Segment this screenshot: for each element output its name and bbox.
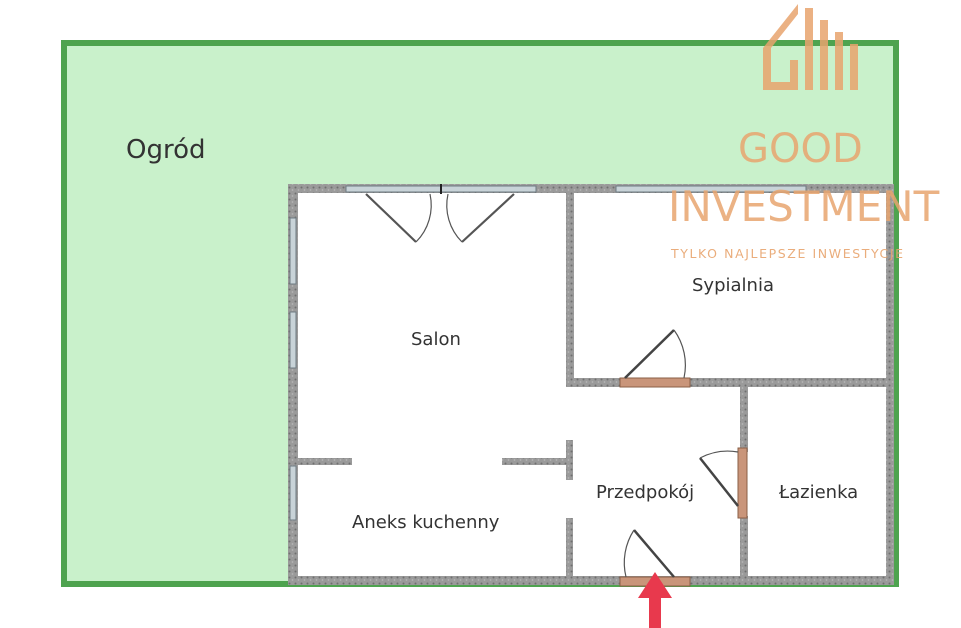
brand-tagline: TYLKO NAJLEPSZE INWESTYCJE <box>670 246 905 261</box>
terrace-door <box>365 193 515 243</box>
brand-name-good: GOOD <box>738 126 863 172</box>
room-label-aneks: Aneks kuchenny <box>352 512 500 533</box>
inner-walls <box>296 188 892 580</box>
bedroom-door <box>619 329 691 388</box>
room-label-przedpokoj: Przedpokój <box>596 482 694 503</box>
arrow-up-icon <box>638 572 672 628</box>
room-label-salon: Salon <box>411 329 461 350</box>
building-logo-icon <box>763 4 858 90</box>
room-label-lazienka: Łazienka <box>778 482 858 503</box>
room-label-sypialnia: Sypialnia <box>692 275 774 296</box>
bathroom-door <box>699 447 748 519</box>
brand-name-investment: INVESTMENT <box>668 182 940 231</box>
garden-label: Ogród <box>126 135 206 165</box>
